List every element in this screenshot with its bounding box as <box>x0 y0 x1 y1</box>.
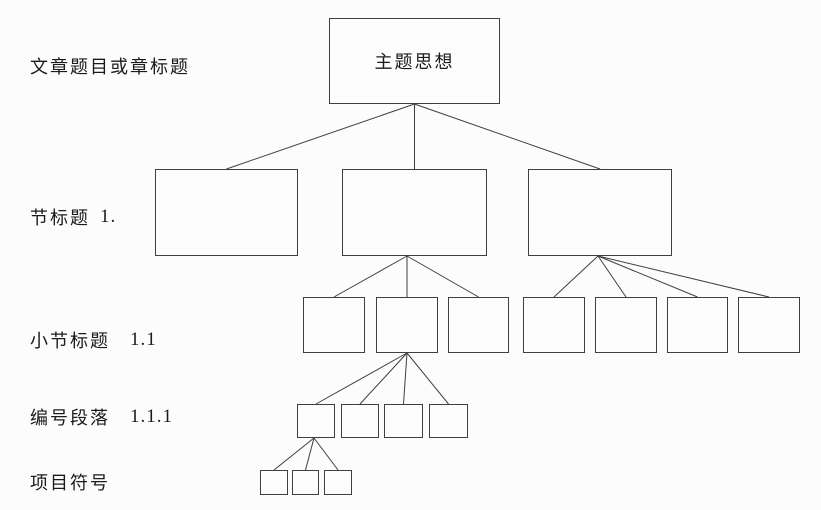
diagram-box-l4c-level-4 <box>384 404 423 438</box>
diagram-box-l2a-level-2 <box>155 169 298 256</box>
connector-line-l3b-l4c <box>403 352 408 405</box>
connector-line-l4a-l5b <box>305 437 315 471</box>
diagram-box-l3e-level-3 <box>595 297 657 353</box>
connector-line-l2b-l3a <box>333 255 408 298</box>
diagram-box-l3a-level-3 <box>303 297 365 353</box>
side-label-text: 文章题目或章标题 <box>30 57 190 77</box>
side-label-text: 项目符号 <box>30 473 110 493</box>
diagram-box-l3f-level-3 <box>667 297 728 353</box>
side-label-bullet-item: 项目符号 <box>30 469 110 495</box>
connector-line-root-l2c <box>414 103 601 170</box>
side-label-number: 1. <box>100 206 117 227</box>
diagram-box-l4d-level-4 <box>429 404 468 438</box>
diagram-box-l2b-level-2 <box>342 169 487 256</box>
side-label-number: 1.1.1 <box>130 406 173 427</box>
side-label-numbered-paragraph: 编号段落 1.1.1 <box>30 404 172 430</box>
connector-line-l3b-l4d <box>406 352 449 405</box>
diagram-box-l3c-level-3 <box>448 297 509 353</box>
side-label-chapter-title: 文章题目或章标题 <box>30 53 190 79</box>
side-label-subsection-title: 小节标题 1.1 <box>30 327 156 353</box>
side-label-number: 1.1 <box>130 329 157 350</box>
diagram-box-l4b-level-4 <box>341 404 379 438</box>
connector-line-l3b-l4b <box>359 352 408 405</box>
diagram-box-l5a-level-5 <box>260 470 288 495</box>
diagram-box-l4a-level-4 <box>297 404 335 438</box>
diagram-box-l3d-level-3 <box>523 297 585 353</box>
side-label-text: 编号段落 <box>30 408 110 428</box>
connector-line-l2c-l3e <box>597 255 627 298</box>
side-label-text: 节标题 <box>30 208 90 228</box>
connector-line-l4a-l5a <box>273 437 315 471</box>
diagram-box-l5b-level-5 <box>292 470 319 495</box>
diagram-box-label: 主题思想 <box>374 52 455 72</box>
connector-line-l2c-l3g <box>597 255 770 298</box>
diagram-box-root-level-1: 主题思想 <box>329 18 500 104</box>
diagram-box-l2c-level-2 <box>528 169 672 256</box>
connector-line-l2c-l3d <box>553 255 599 298</box>
connector-line-l4a-l5c <box>313 437 339 471</box>
side-label-section-title: 节标题 1. <box>30 204 115 230</box>
diagram-box-l3g-level-3 <box>738 297 800 353</box>
side-label-text: 小节标题 <box>30 331 110 351</box>
connector-line-l3b-l4a <box>315 352 408 405</box>
diagram-box-l5c-level-5 <box>324 470 352 495</box>
connector-line-root-l2a <box>226 103 415 170</box>
connector-line-l2c-l3f <box>597 255 698 298</box>
connector-line-l2b-l3c <box>406 255 479 298</box>
diagram-box-l3b-level-3 <box>376 297 438 353</box>
